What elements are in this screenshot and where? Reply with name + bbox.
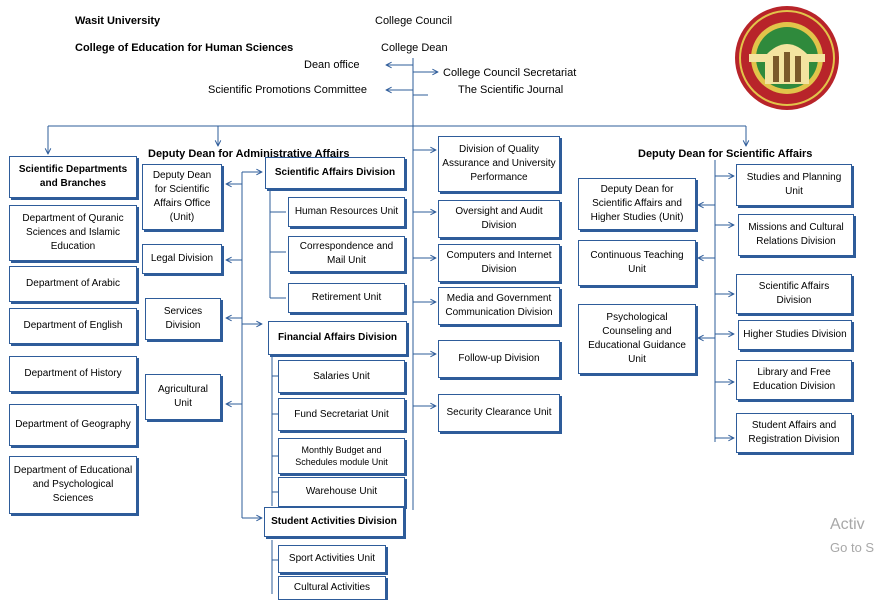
library-free-education-division: Library and Free Education Division <box>736 360 852 400</box>
department-educational-psychological: Department of Educational and Psychologi… <box>9 456 137 514</box>
retirement-unit: Retirement Unit <box>288 283 405 313</box>
council-secretariat: College Council Secretariat <box>443 67 577 79</box>
media-government-division: Media and Government Communication Divis… <box>438 287 560 325</box>
monthly-budget-unit: Monthly Budget and Schedules module Unit <box>278 438 405 474</box>
scientific-affairs-division: Scientific Affairs Division <box>265 157 405 189</box>
department-history: Department of History <box>9 356 137 392</box>
department-english: Department of English <box>9 308 137 344</box>
continuous-teaching-unit: Continuous Teaching Unit <box>578 240 696 286</box>
dean-office: Dean office <box>304 59 360 71</box>
agricultural-unit: Agricultural Unit <box>145 374 221 420</box>
missions-cultural-relations-division: Missions and Cultural Relations Division <box>738 214 854 256</box>
security-clearance-unit: Security Clearance Unit <box>438 394 560 432</box>
college-name: College of Education for Human Sciences <box>75 42 294 54</box>
deputy-scientific-higher-studies-unit: Deputy Dean for Scientific Affairs and H… <box>578 178 696 230</box>
financial-affairs-division: Financial Affairs Division <box>268 321 407 355</box>
student-activities-division: Student Activities Division <box>264 507 404 537</box>
follow-up-division: Follow-up Division <box>438 340 560 378</box>
student-affairs-registration-division: Student Affairs and Registration Divisio… <box>736 413 852 453</box>
college-council: College Council <box>375 15 453 27</box>
activation-watermark-line1: Activ <box>830 516 865 533</box>
departments-header: Scientific Departments and Branches <box>9 156 137 198</box>
college-dean: College Dean <box>381 42 448 54</box>
department-quranic: Department of Quranic Sciences and Islam… <box>9 205 137 261</box>
studies-planning-unit: Studies and Planning Unit <box>736 164 852 206</box>
scientific-journal: The Scientific Journal <box>458 84 564 96</box>
warehouse-unit: Warehouse Unit <box>278 477 405 507</box>
promotions-committee: Scientific Promotions Committee <box>208 84 367 96</box>
higher-studies-division: Higher Studies Division <box>738 320 852 350</box>
deputy-office-unit: Deputy Dean for Scientific Affairs Offic… <box>142 164 222 230</box>
oversight-audit-division: Oversight and Audit Division <box>438 200 560 238</box>
salaries-unit: Salaries Unit <box>278 360 405 393</box>
fund-secretariat-unit: Fund Secretariat Unit <box>278 398 405 431</box>
university-logo <box>735 6 839 110</box>
cultural-activities: Cultural Activities <box>278 576 386 600</box>
correspondence-mail-unit: Correspondence and Mail Unit <box>288 236 405 272</box>
human-resources-unit: Human Resources Unit <box>288 197 405 227</box>
department-geography: Department of Geography <box>9 404 137 446</box>
services-division: Services Division <box>145 298 221 340</box>
sport-activities-unit: Sport Activities Unit <box>278 545 386 573</box>
department-arabic: Department of Arabic <box>9 266 137 302</box>
deputy-scientific-affairs: Deputy Dean for Scientific Affairs <box>638 148 813 160</box>
activation-watermark-line2: Go to S <box>830 540 875 555</box>
university-name: Wasit University <box>75 15 161 27</box>
scientific-affairs-division-right: Scientific Affairs Division <box>736 274 852 314</box>
legal-division: Legal Division <box>142 244 222 274</box>
psychological-counseling-unit: Psychological Counseling and Educational… <box>578 304 696 374</box>
quality-assurance-division: Division of Quality Assurance and Univer… <box>438 136 560 192</box>
computers-internet-division: Computers and Internet Division <box>438 244 560 282</box>
